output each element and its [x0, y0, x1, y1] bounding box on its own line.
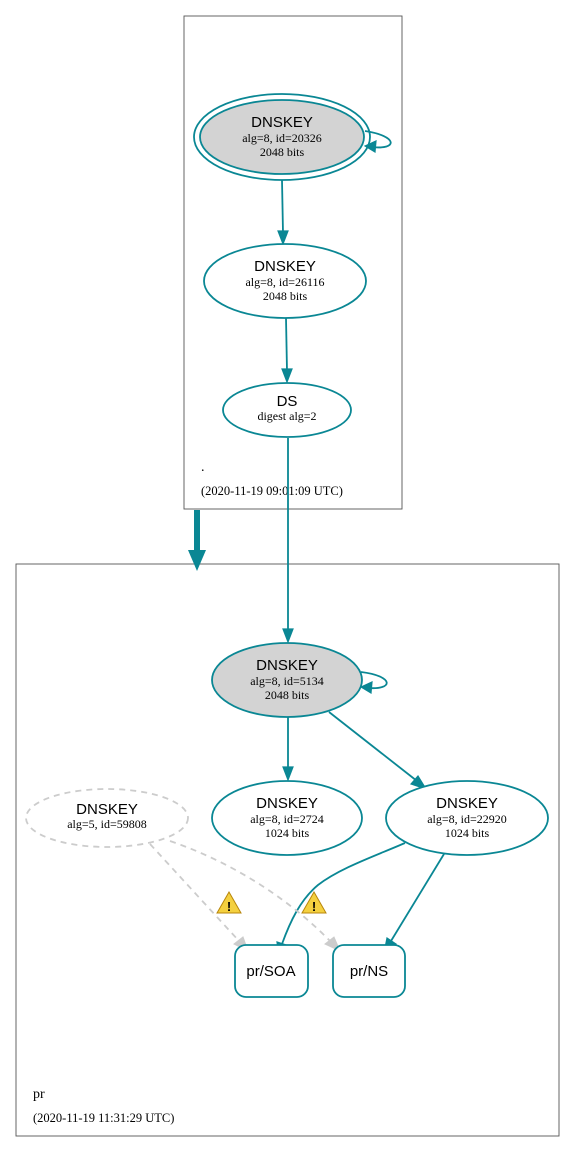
root-zone-frame	[183, 15, 403, 510]
warning-icon: !	[216, 890, 242, 914]
root-ksk-self-arrowhead	[363, 140, 377, 154]
edge-root-ksk-to-zsk-arrowhead	[277, 230, 289, 246]
pr-ksk-self-signature	[360, 671, 388, 690]
pr-zone-timestamp: (2020-11-19 11:31:29 UTC)	[33, 1111, 174, 1125]
warning-glyph: !	[312, 899, 316, 914]
edge-root-zsk-to-ds-arrowhead	[281, 368, 293, 384]
edge-root-ksk-to-zsk	[281, 179, 284, 234]
node-root-zsk-title: DNSKEY	[254, 258, 316, 275]
root-zone-name: .	[201, 460, 205, 475]
root-zone-timestamp: (2020-11-19 09:01:09 UTC)	[201, 484, 343, 498]
edge-root-ds-to-pr-ksk-arrowhead	[282, 628, 294, 644]
edge-pr-ksk-to-zsk2	[328, 711, 418, 782]
node-pr-dnskey-alg5[interactable]: DNSKEY alg=5, id=59808	[25, 788, 189, 848]
edge-pr-ksk-to-zsk1-arrowhead	[282, 766, 294, 782]
node-pr-zsk-2724-alg: alg=8, id=2724	[250, 812, 324, 826]
delegation-arrow	[188, 510, 206, 571]
edge-pr-alg5-to-ns	[169, 840, 331, 942]
node-root-ds[interactable]: DS digest alg=2	[222, 382, 352, 438]
node-pr-zsk-22920-alg: alg=8, id=22920	[427, 812, 507, 826]
warning-icon: !	[301, 890, 327, 914]
node-root-zsk[interactable]: DNSKEY alg=8, id=26116 2048 bits	[203, 243, 367, 319]
edge-pr-zsk2-to-ns	[390, 853, 445, 942]
node-pr-ksk-alg: alg=8, id=5134	[250, 674, 324, 688]
edge-root-zsk-to-ds	[285, 317, 288, 372]
node-pr-ns[interactable]: pr/NS	[332, 944, 406, 998]
root-ksk-self-signature	[364, 130, 392, 149]
node-root-ds-digest: digest alg=2	[257, 409, 316, 423]
node-pr-zsk-2724[interactable]: DNSKEY alg=8, id=2724 1024 bits	[211, 780, 363, 856]
node-root-zsk-bits: 2048 bits	[263, 289, 308, 303]
node-pr-zsk-2724-bits: 1024 bits	[265, 826, 310, 840]
edge-pr-ksk-to-zsk2-arrowhead	[409, 774, 428, 791]
pr-zone-name: pr	[33, 1087, 45, 1102]
node-root-ksk-title: DNSKEY	[251, 114, 313, 131]
node-root-ds-title: DS	[277, 393, 298, 410]
node-root-ksk-alg: alg=8, id=20326	[242, 131, 322, 145]
node-pr-dnskey-alg5-alg: alg=5, id=59808	[67, 817, 147, 831]
warning-glyph: !	[227, 899, 231, 914]
node-pr-ksk[interactable]: DNSKEY alg=8, id=5134 2048 bits	[211, 642, 363, 718]
node-root-zsk-alg: alg=8, id=26116	[245, 275, 324, 289]
node-pr-dnskey-alg5-title: DNSKEY	[76, 801, 138, 818]
node-pr-soa-label: pr/SOA	[246, 963, 295, 980]
node-pr-zsk-2724-title: DNSKEY	[256, 795, 318, 812]
node-root-ksk[interactable]: DNSKEY alg=8, id=20326 2048 bits	[193, 93, 371, 181]
node-pr-ksk-title: DNSKEY	[256, 657, 318, 674]
edge-pr-alg5-to-soa	[149, 843, 240, 942]
node-pr-zsk-22920-title: DNSKEY	[436, 795, 498, 812]
pr-ksk-self-arrowhead	[359, 681, 373, 695]
node-pr-zsk-22920-bits: 1024 bits	[445, 826, 490, 840]
node-pr-ns-label: pr/NS	[350, 963, 388, 980]
node-root-ksk-bits: 2048 bits	[260, 145, 305, 159]
node-pr-soa[interactable]: pr/SOA	[234, 944, 309, 998]
node-pr-zsk-22920[interactable]: DNSKEY alg=8, id=22920 1024 bits	[385, 780, 549, 856]
node-pr-ksk-bits: 2048 bits	[265, 688, 310, 702]
edge-pr-zsk2-to-soa	[281, 842, 406, 945]
